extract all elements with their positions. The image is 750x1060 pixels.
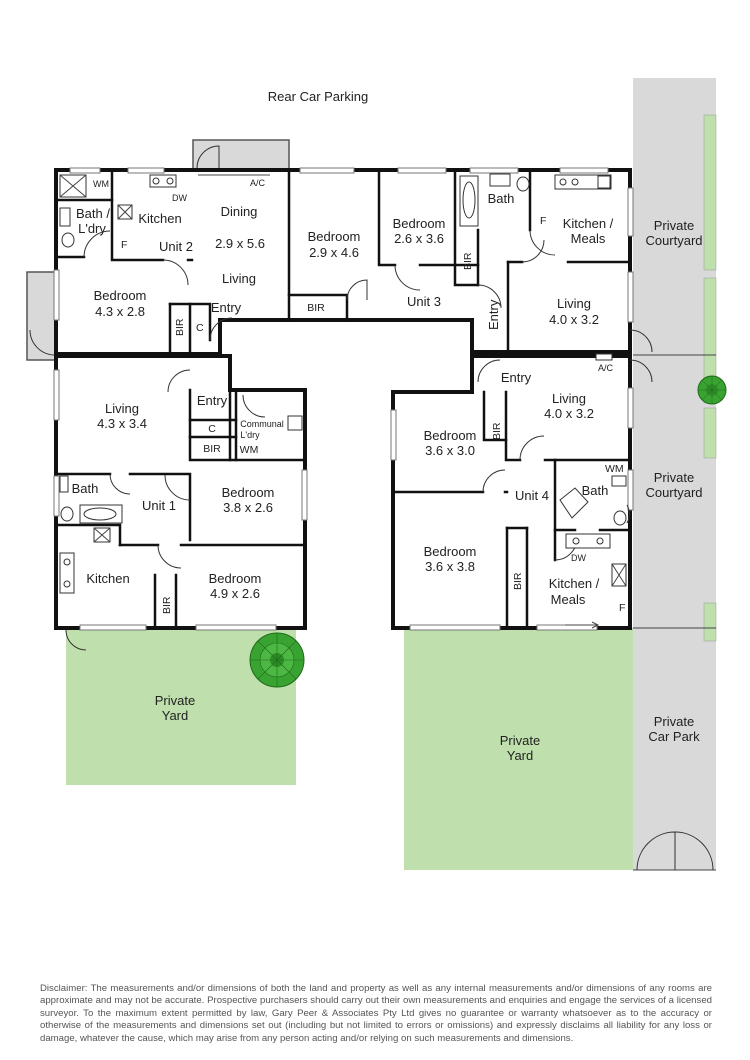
unit2-bedroom-dim: 4.3 x 2.8: [95, 304, 145, 319]
unit4-bedroom1-label: Bedroom: [424, 428, 477, 443]
unit1-bedroom1-dim: 3.8 x 2.6: [223, 500, 273, 515]
unit4-bedroom2-label: Bedroom: [424, 544, 477, 559]
unit1-kitchen-label: Kitchen: [86, 571, 129, 586]
unit1-wm-label: WM: [240, 444, 259, 456]
unit1-living-dim: 4.3 x 3.4: [97, 416, 147, 431]
floor-plan: Rear Car Parking WM Bath / L'dry DW Kitc…: [26, 78, 727, 871]
unit3-bedroom2-label: Bedroom: [393, 216, 446, 231]
unit3-living-label: Living: [557, 296, 591, 311]
courtyard-mid-label: Private: [654, 470, 694, 485]
unit3-bedroom1-label: Bedroom: [308, 229, 361, 244]
unit4-building: [390, 353, 653, 631]
side-garden-strip-top: [703, 114, 717, 271]
unit1-bath-label: Bath: [72, 481, 99, 496]
unit3-f-label: F: [540, 215, 546, 227]
tree-small-icon: [697, 375, 727, 405]
unit1-communal-label: Communal: [240, 419, 284, 429]
car-park-label: Private: [654, 714, 694, 729]
unit3-bath-label: Bath: [488, 191, 515, 206]
porch-left-door: [29, 329, 56, 356]
porch-door: [196, 145, 220, 169]
unit3-entry-label: Entry: [486, 299, 501, 330]
unit4-bedroom2-dim: 3.6 x 3.8: [425, 559, 475, 574]
unit2-kitchen-label: Kitchen: [138, 211, 181, 226]
private-yard-right-label: Private: [500, 733, 540, 748]
unit4-living-label: Living: [552, 391, 586, 406]
courtyard-top-label: Private: [654, 218, 694, 233]
unit4-ac-label: A/C: [598, 363, 614, 373]
unit1-communal-label-2: L'dry: [240, 430, 260, 440]
unit3-kitchen-label-2: Meals: [571, 231, 606, 246]
unit4-entry-label: Entry: [501, 370, 532, 385]
unit2-entry-label: Entry: [211, 300, 242, 315]
disclaimer-text: Disclaimer: The measurements and/or dime…: [40, 983, 712, 1044]
unit2-living-label: Living: [222, 271, 256, 286]
unit2-dw-label: DW: [172, 193, 187, 203]
unit3-unit-label: Unit 3: [407, 294, 441, 309]
unit4-bedroom1-dim: 3.6 x 3.0: [425, 443, 475, 458]
unit3-bir2-label: BIR: [462, 252, 474, 270]
unit4-unit-label: Unit 4: [515, 488, 549, 503]
car-park-label-2: Car Park: [648, 729, 700, 744]
unit1-bir2-label: BIR: [161, 596, 173, 614]
unit2-dining-label: Dining: [221, 204, 258, 219]
unit1-bedroom2-label: Bedroom: [209, 571, 262, 586]
gate-left: [636, 831, 676, 871]
courtyard-top-label-2: Courtyard: [645, 233, 702, 248]
private-yard-left-label-2: Yard: [162, 708, 189, 723]
porch-top: [192, 139, 290, 171]
unit4-bir2-label: BIR: [512, 572, 524, 590]
unit4-bir1-label: BIR: [491, 422, 503, 440]
unit1-entry-label: Entry: [197, 393, 228, 408]
gate-right: [674, 831, 714, 871]
unit3-bedroom2-dim: 2.6 x 3.6: [394, 231, 444, 246]
unit1-unit-label: Unit 1: [142, 498, 176, 513]
unit2-unit-label: Unit 2: [159, 239, 193, 254]
unit1-bir-label: BIR: [203, 443, 221, 455]
unit1-bedroom1-label: Bedroom: [222, 485, 275, 500]
unit1-c-label: C: [208, 423, 216, 435]
unit4-f-label: F: [619, 602, 625, 614]
private-yard-right-label-2: Yard: [507, 748, 534, 763]
unit2-wm-label: WM: [93, 179, 109, 189]
porch-left: [26, 271, 58, 361]
courtyard-mid-label-2: Courtyard: [645, 485, 702, 500]
unit3-bir1-label: BIR: [307, 302, 325, 314]
unit4-dw-label: DW: [571, 553, 586, 563]
unit3-kitchen-label: Kitchen /: [563, 216, 614, 231]
unit2-bath-label: Bath /: [76, 206, 110, 221]
unit4-kitchen-label-2: Meals: [551, 592, 586, 607]
private-yard-right: [404, 628, 633, 870]
unit2-dining-dim: 2.9 x 5.6: [215, 236, 265, 251]
unit2-ac-label: A/C: [250, 178, 266, 188]
unit1-building: [53, 354, 308, 651]
unit2-bath-label-2: L'dry: [78, 221, 106, 236]
side-garden-strip-low: [703, 407, 717, 459]
tree-icon: [249, 632, 305, 688]
unit2-bedroom-label: Bedroom: [94, 288, 147, 303]
side-garden-strip-bottom: [703, 602, 717, 642]
unit4-living-dim: 4.0 x 3.2: [544, 406, 594, 421]
rear-parking-label: Rear Car Parking: [268, 89, 368, 104]
unit1-living-label: Living: [105, 401, 139, 416]
unit3-bedroom1-dim: 2.9 x 4.6: [309, 245, 359, 260]
unit4-kitchen-label: Kitchen /: [549, 576, 600, 591]
unit4-wm-label: WM: [605, 463, 624, 475]
unit3-living-dim: 4.0 x 3.2: [549, 312, 599, 327]
unit2-bir-label: BIR: [174, 318, 186, 336]
unit2-c-label: C: [196, 322, 204, 334]
unit1-bedroom2-dim: 4.9 x 2.6: [210, 586, 260, 601]
private-yard-left-label: Private: [155, 693, 195, 708]
unit4-bath-label: Bath: [582, 483, 609, 498]
side-paving: [633, 78, 716, 870]
unit2-f-label: F: [121, 239, 127, 251]
